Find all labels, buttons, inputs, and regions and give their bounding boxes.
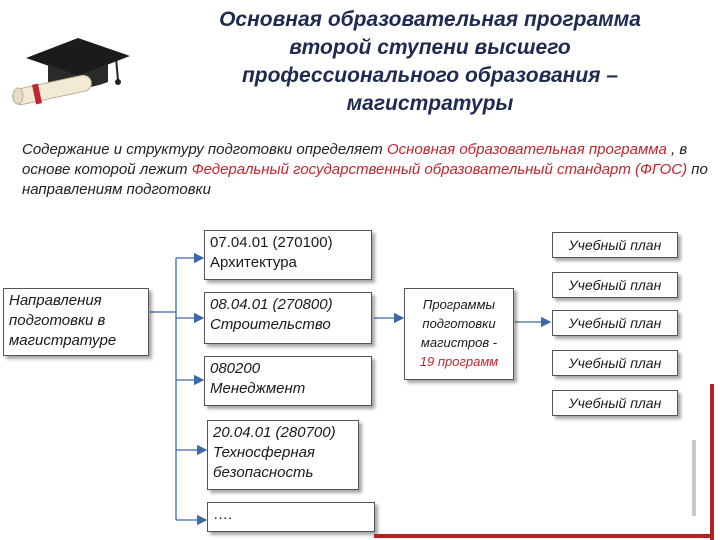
intro-text: Содержание и структуру подготовки опреде…: [22, 141, 708, 198]
curriculum-box: Учебный план: [552, 272, 678, 298]
program-box-architecture: 07.04.01 (270100)Архитектура: [204, 230, 372, 280]
curriculum-box: Учебный план: [552, 232, 678, 258]
curriculum-box: Учебный план: [552, 310, 678, 336]
page-title: Основная образовательная программа второ…: [219, 8, 641, 115]
accent-bar: [374, 534, 714, 538]
program-box-construction: 08.04.01 (270800)Строительство: [204, 292, 372, 344]
program-box-more: ….: [207, 502, 375, 532]
graduation-cap-diploma-icon: [12, 38, 130, 106]
curriculum-box: Учебный план: [552, 350, 678, 376]
directions-box: Направления подготовки в магистратуре: [3, 288, 149, 356]
curriculum-box: Учебный план: [552, 390, 678, 416]
accent-bar: [692, 440, 696, 516]
masters-programs-box: Программы подготовки магистров - 19 прог…: [404, 288, 514, 380]
accent-bar: [710, 384, 714, 540]
